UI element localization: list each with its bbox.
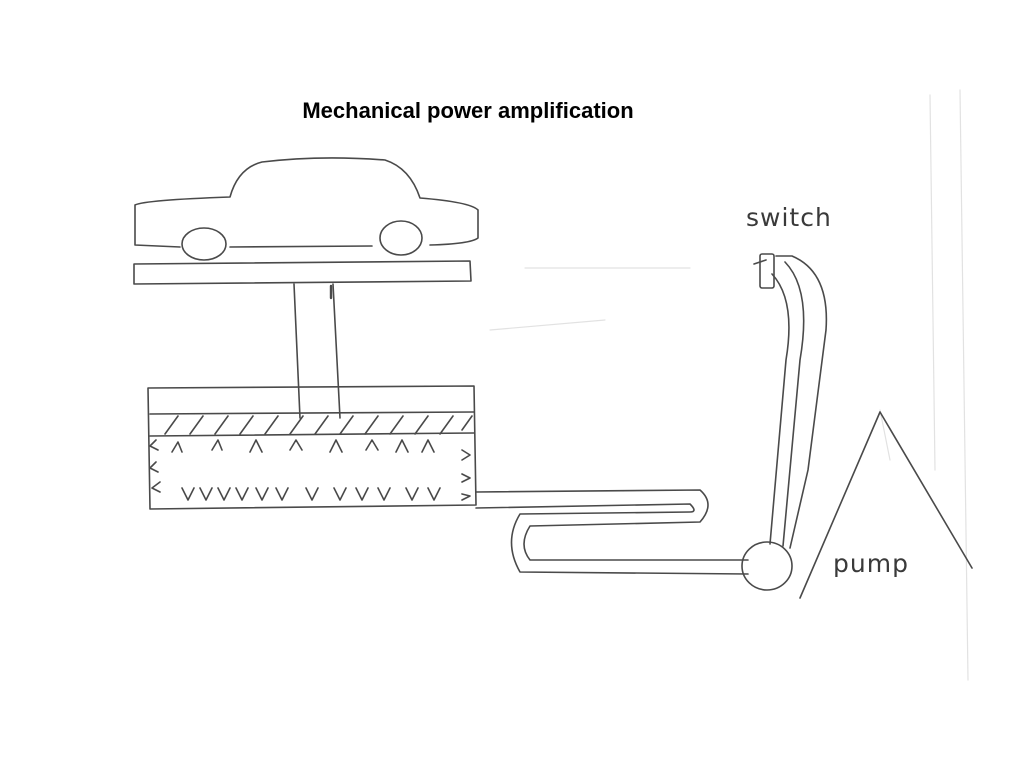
pump-pointer-triangle <box>799 411 973 599</box>
hydraulic-hose <box>475 489 749 575</box>
faint-background-marks <box>489 89 969 681</box>
pump-body <box>741 541 793 591</box>
car-drawing <box>134 157 479 261</box>
switch-label: switch <box>746 203 832 232</box>
diagram-title: Mechanical power amplification <box>302 98 634 123</box>
return-line <box>769 255 828 549</box>
fluid-marks-lower <box>151 481 471 501</box>
pump-label: pump <box>833 549 909 578</box>
switch-lever <box>753 259 767 265</box>
switch-body <box>759 253 775 289</box>
lift-platform <box>133 260 472 285</box>
car-front-wheel <box>379 220 423 256</box>
piston-rod <box>293 283 341 419</box>
piston-bottom-line <box>149 432 475 437</box>
piston-top-line <box>149 411 475 415</box>
cylinder-outline <box>147 385 477 510</box>
car-body <box>134 157 479 248</box>
switch-drawing <box>753 253 775 289</box>
fluid-marks-upper <box>149 439 471 483</box>
piston-hatching <box>164 415 473 435</box>
car-rear-wheel <box>181 227 227 261</box>
hydraulic-cylinder <box>147 385 477 510</box>
